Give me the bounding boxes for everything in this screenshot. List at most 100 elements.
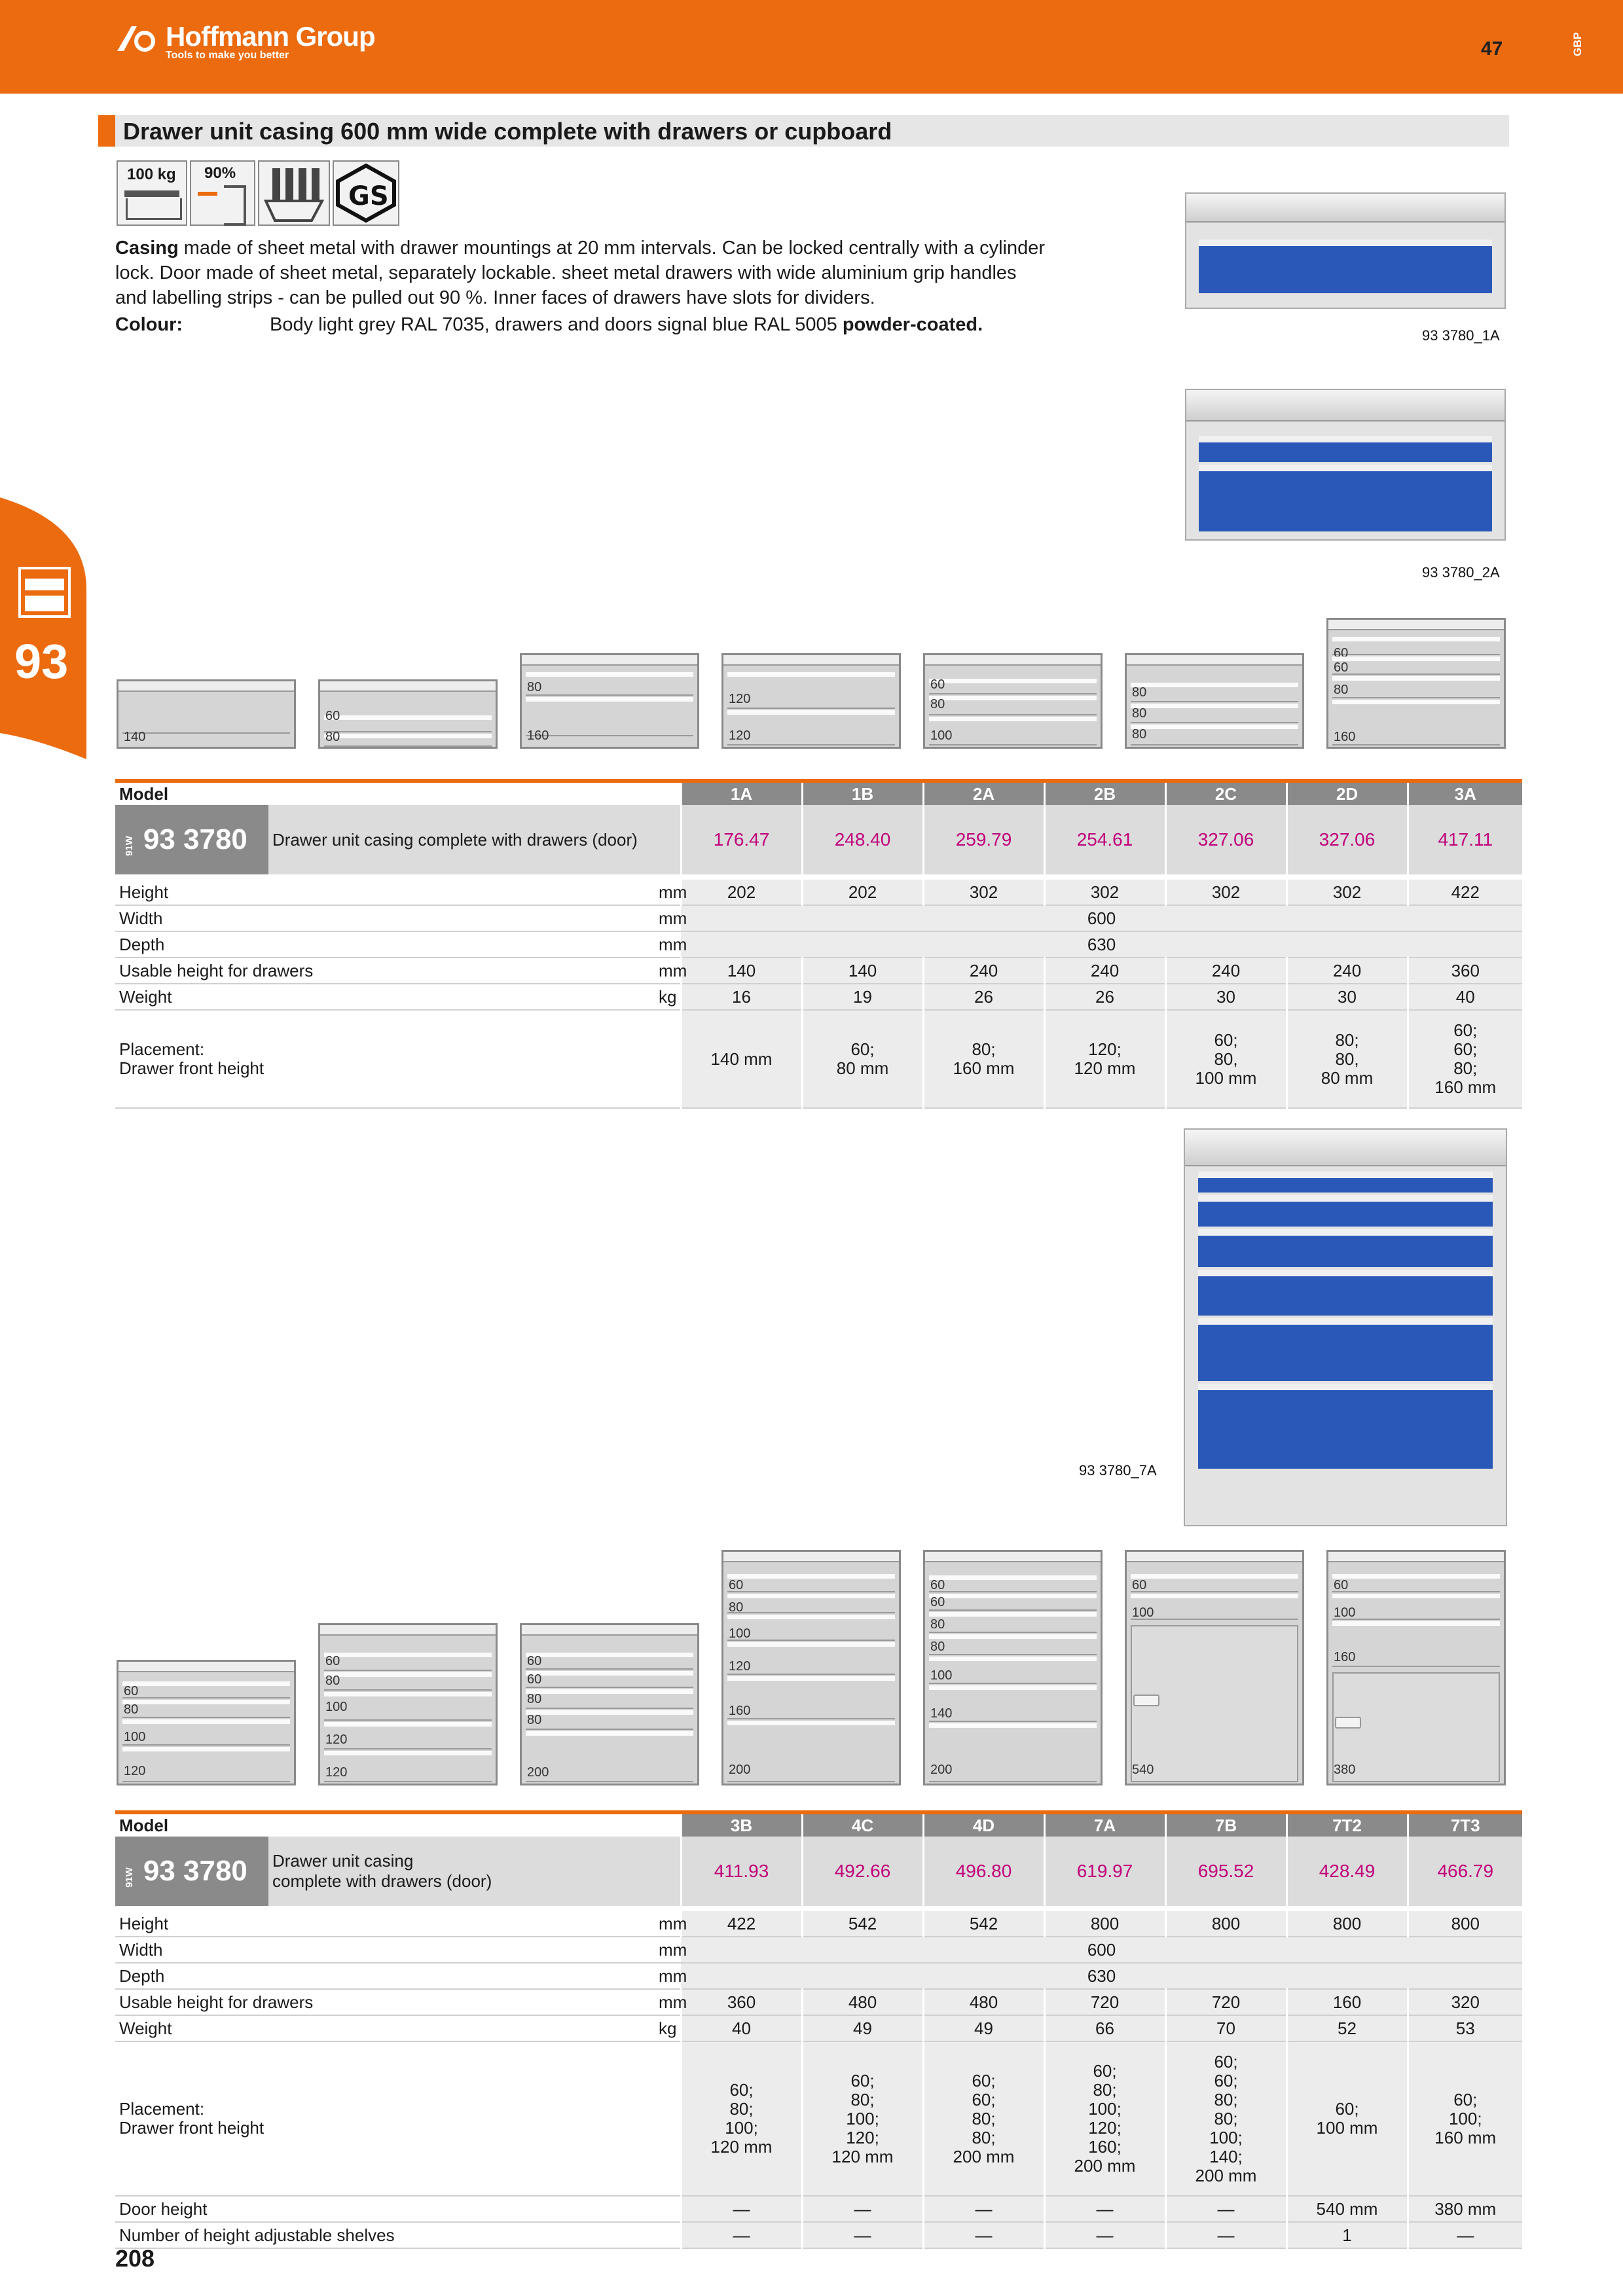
model-label: Model (115, 1810, 682, 1837)
model-7t2: 7T2 (1285, 1810, 1408, 1837)
row-unit: mm (655, 905, 687, 932)
cell: 1 (1285, 2222, 1408, 2249)
placement-cell: 60;100;160 mm (1406, 2041, 1523, 2197)
brand-name: Hoffmann Group (166, 21, 376, 52)
drawing-2d: 80 80 80 (1125, 653, 1304, 749)
placement-cell: 60;80;100;120 mm (680, 2041, 803, 2197)
cell: — (1043, 2222, 1166, 2249)
row-label-depth: Depth (115, 1963, 655, 1990)
model-4c: 4C (801, 1810, 924, 1837)
cell: — (1406, 2222, 1523, 2249)
placement-cell: 60;80,100 mm (1164, 1010, 1287, 1109)
header-bar (0, 0, 1623, 94)
article-description: Drawer unit casing complete with drawers… (268, 805, 682, 874)
description-lead: Casing (115, 238, 179, 259)
cell: — (1164, 2196, 1287, 2223)
brand-logo: Hoffmann Group Tools to make you better (115, 21, 376, 62)
cell: 53 (1406, 2015, 1523, 2042)
placement-cell: 120;120 mm (1043, 1010, 1166, 1109)
drawing-1a: 140 (117, 679, 296, 749)
model-label: Model (115, 779, 682, 805)
cell: 422 (1406, 880, 1523, 906)
cell: 302 (922, 880, 1045, 906)
drawing-4d: 60 60 80 80 200 (520, 1623, 699, 1785)
cell: 542 (801, 1911, 924, 1937)
drawing-2a: 80 160 (520, 653, 699, 749)
cell: 202 (680, 880, 803, 906)
row-unit: mm (655, 1989, 687, 2016)
row-label-width: Width (115, 905, 655, 932)
row-unit: mm (655, 1937, 687, 1964)
cell: 720 (1043, 1989, 1166, 2016)
photo-caption-7a: 93 3780_7A (1079, 1462, 1157, 1479)
cell: 320 (1406, 1989, 1523, 2016)
load-capacity-icon: 100 kg (117, 160, 187, 226)
price: 492.66 (801, 1837, 924, 1906)
cell: 160 (1285, 1989, 1408, 2016)
cell: 360 (680, 1989, 803, 2016)
cell: 302 (1285, 880, 1408, 906)
drawing-2b: 120 120 (721, 653, 901, 749)
cell: 140 (801, 958, 924, 984)
brand-tagline: Tools to make you better (166, 50, 289, 61)
cell: 19 (801, 984, 924, 1011)
cell: — (801, 2196, 924, 2223)
cell: 49 (801, 2015, 924, 2042)
cell: 240 (1043, 958, 1166, 984)
row-label-shelves: Number of height adjustable shelves (115, 2222, 682, 2249)
price: 327.06 (1164, 805, 1287, 874)
price: 466.79 (1406, 1837, 1523, 1906)
row-label-weight: Weight (115, 2015, 655, 2042)
row-label-usable: Usable height for drawers (115, 958, 655, 984)
description-text: made of sheet metal with drawer mounting… (115, 238, 1046, 308)
cell: — (922, 2222, 1045, 2249)
cell: 26 (1043, 984, 1166, 1011)
placement-cell: 60;80 mm (801, 1010, 924, 1109)
model-7b: 7B (1164, 1810, 1287, 1837)
cell: 240 (1164, 958, 1287, 984)
cell: 49 (922, 2015, 1045, 2042)
chapter-number: 93 (14, 634, 69, 689)
row-unit: mm (655, 1963, 687, 1990)
cell: 542 (922, 1911, 1045, 1937)
row-unit: mm (655, 1911, 687, 1937)
cell: — (680, 2222, 803, 2249)
cell: 52 (1285, 2015, 1408, 2042)
row-unit: mm (655, 931, 687, 958)
price: 259.79 (922, 805, 1045, 874)
country-code: GBP (1571, 32, 1584, 56)
cell: 630 (681, 931, 1523, 958)
cell: 630 (681, 1963, 1523, 1990)
cell: 66 (1043, 2015, 1166, 2042)
cell: 30 (1285, 984, 1408, 1011)
cell: 16 (680, 984, 803, 1011)
placement-cell: 80;160 mm (922, 1010, 1045, 1109)
cell: 40 (680, 2015, 803, 2042)
row-label-placement: Placement:Drawer front height (115, 2041, 682, 2197)
model-1b: 1B (801, 779, 924, 805)
price: 417.11 (1406, 805, 1523, 874)
colour-label: Colour: (115, 314, 183, 335)
placement-cell: 60;100 mm (1285, 2041, 1408, 2197)
cell: 800 (1406, 1911, 1523, 1937)
colour-text: Body light grey RAL 7035, drawers and do… (270, 314, 843, 335)
drawing-3b: 60 80 100 120 (117, 1660, 296, 1785)
cell: — (680, 2196, 803, 2223)
chapter-tab (0, 497, 86, 759)
cell: 30 (1164, 984, 1287, 1011)
cell: — (1043, 2196, 1166, 2223)
model-2b: 2B (1043, 779, 1166, 805)
page-number-top: 47 (1481, 38, 1503, 60)
row-label-height: Height (115, 880, 655, 906)
price: 411.93 (680, 1837, 803, 1906)
cell: 380 mm (1406, 2196, 1523, 2223)
row-unit: mm (655, 958, 687, 984)
model-2d: 2D (1285, 779, 1408, 805)
photo-caption-1a: 93 3780_1A (1422, 327, 1500, 344)
price: 176.47 (680, 805, 803, 874)
